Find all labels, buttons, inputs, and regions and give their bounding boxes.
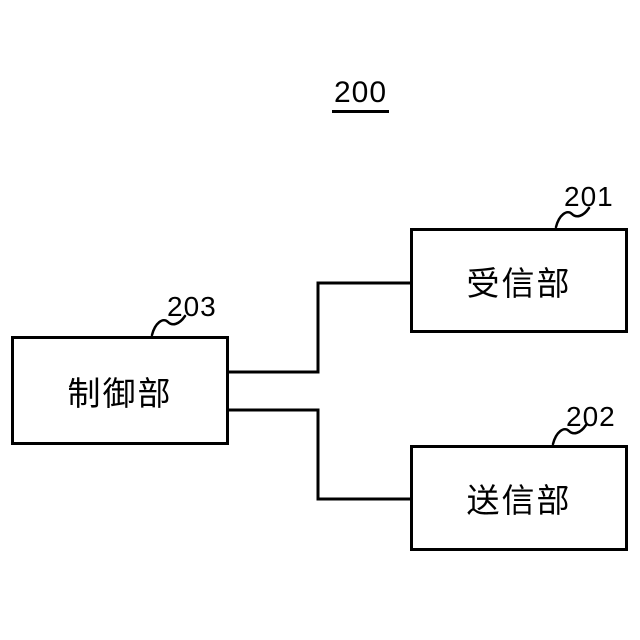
ref-number-receiver: 201 (564, 181, 614, 212)
ref-number-transmitter: 202 (566, 401, 616, 432)
ref-number-controller: 203 (167, 291, 217, 322)
box-receiver-label: 受信部 (466, 264, 572, 302)
box-controller: 制御部 (11, 336, 229, 445)
box-transmitter-label: 送信部 (466, 482, 572, 519)
leader-line-transmitter (551, 423, 588, 446)
leader-line-receiver (554, 206, 591, 229)
box-receiver: 受信部 (410, 228, 628, 333)
figure-number-text: 200 (332, 76, 390, 113)
figure-number: 200 (332, 76, 390, 113)
connector-controller-receiver (229, 281, 410, 374)
connector-controller-transmitter (229, 408, 410, 501)
leader-line-controller (150, 314, 187, 337)
box-transmitter: 送信部 (410, 445, 628, 551)
box-controller-label: 制御部 (67, 374, 173, 412)
